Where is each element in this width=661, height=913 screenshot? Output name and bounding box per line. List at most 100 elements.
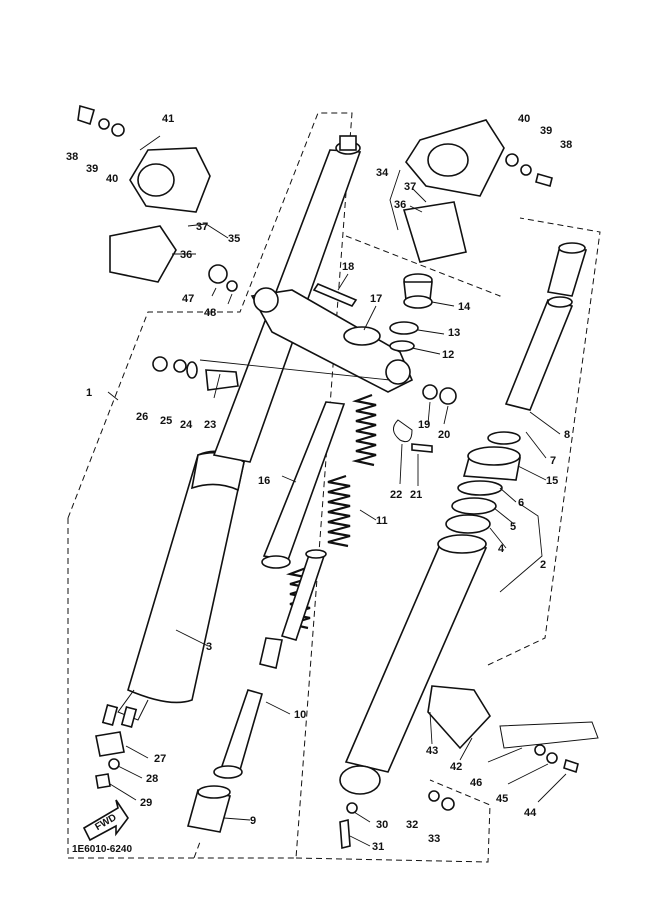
nut-26 — [152, 356, 168, 372]
callout-14: 14 — [458, 301, 471, 313]
callout-45: 45 — [496, 793, 508, 805]
holder-27 — [95, 731, 125, 757]
callout-25: 25 — [160, 415, 172, 427]
fwd-arrow: FWD — [82, 799, 129, 842]
assembly-boundary-left — [67, 112, 353, 859]
assembly-boundary-left-lower — [67, 518, 194, 859]
assembly-boundary-top-right — [345, 235, 501, 299]
callout-40-right: 40 — [518, 113, 530, 125]
callout-22: 22 — [390, 489, 402, 501]
callout-39-right: 39 — [540, 125, 552, 137]
washer-24 — [186, 361, 198, 379]
callout-6: 6 — [518, 497, 524, 509]
callout-5: 5 — [510, 521, 516, 533]
oil-lock-piece — [213, 689, 263, 779]
nut-28 — [108, 758, 120, 770]
callout-35: 35 — [228, 233, 240, 245]
washer-19 — [422, 384, 438, 400]
cap-bolt-14 — [403, 273, 433, 309]
callout-24: 24 — [180, 419, 193, 431]
outer-tube-left — [101, 450, 245, 728]
callout-18: 18 — [342, 261, 354, 273]
callout-19: 19 — [418, 419, 430, 431]
outer-tube-right — [339, 534, 488, 795]
callout-16: 16 — [258, 475, 270, 487]
washer-32 — [428, 790, 440, 802]
washer-48 — [226, 280, 238, 292]
leader-lines — [107, 135, 567, 847]
callout-36-right: 36 — [394, 199, 406, 211]
callout-20: 20 — [438, 429, 450, 441]
bolt-21 — [411, 443, 433, 453]
part-number-label: 1E6010-6240 — [72, 844, 132, 855]
callout-26: 26 — [136, 411, 148, 423]
callout-11: 11 — [376, 515, 388, 527]
assembly-boundary-right — [487, 217, 601, 666]
callout-32: 32 — [406, 819, 418, 831]
callout-10: 10 — [294, 709, 306, 721]
nut-29 — [95, 773, 111, 789]
washer-39-left — [98, 118, 110, 130]
callout-33: 33 — [428, 833, 440, 845]
bolt-31 — [339, 818, 351, 850]
under-bracket — [250, 287, 414, 393]
dust-seal-15 — [462, 446, 521, 481]
callout-30: 30 — [376, 819, 388, 831]
callout-12: 12 — [442, 349, 454, 361]
washer-46 — [534, 744, 546, 756]
oring-13 — [389, 321, 419, 335]
damper-rod — [261, 401, 346, 569]
fork-spring-lower — [327, 474, 351, 548]
bolt-18 — [312, 283, 358, 307]
callout-21: 21 — [410, 489, 422, 501]
washer-40-right — [505, 153, 519, 167]
cylinder-piece-9 — [186, 785, 232, 833]
washer-25 — [173, 359, 187, 373]
damper-cylinder — [259, 549, 327, 669]
callout-42: 42 — [450, 761, 462, 773]
washer-45 — [546, 752, 558, 764]
callout-29: 29 — [140, 797, 152, 809]
callout-46: 46 — [470, 777, 482, 789]
bolt-33 — [441, 797, 455, 811]
bolt-38-right — [535, 173, 553, 187]
washer-47 — [208, 264, 228, 284]
callout-3: 3 — [206, 641, 212, 653]
callout-31: 31 — [372, 841, 384, 853]
callout-37-right: 37 — [404, 181, 416, 193]
callout-4: 4 — [498, 543, 505, 555]
callout-48: 48 — [204, 307, 216, 319]
callout-8: 8 — [564, 429, 570, 441]
handlebar-holder-right — [402, 119, 505, 263]
callout-41: 41 — [162, 113, 174, 125]
bolt-38-left — [77, 104, 95, 126]
callout-37-left: 37 — [196, 221, 208, 233]
seal-4 — [445, 514, 491, 534]
inner-tube-right — [504, 242, 588, 411]
callout-47: 47 — [182, 293, 194, 305]
callout-34: 34 — [376, 167, 389, 179]
handlebar-holder-left — [109, 147, 211, 283]
nut-20 — [439, 387, 457, 405]
clip-22 — [393, 419, 413, 443]
bracket-23 — [205, 369, 239, 391]
callout-40-left: 40 — [106, 173, 118, 185]
callout-9: 9 — [250, 815, 256, 827]
oring-12 — [389, 340, 415, 352]
callout-13: 13 — [448, 327, 460, 339]
washer-40-left — [111, 123, 125, 137]
callout-28: 28 — [146, 773, 158, 785]
callout-2: 2 — [540, 559, 546, 571]
callout-44: 44 — [524, 807, 537, 819]
callout-36-left: 36 — [180, 249, 192, 261]
washer-30 — [346, 802, 358, 814]
assembly-boundary-lower-right — [295, 779, 491, 863]
callout-38-left: 38 — [66, 151, 78, 163]
callout-27: 27 — [154, 753, 166, 765]
seal-7 — [487, 431, 521, 445]
callout-7: 7 — [550, 455, 556, 467]
clip-6 — [457, 480, 503, 496]
fork-spring-upper — [351, 393, 377, 467]
washer-5 — [451, 497, 497, 515]
